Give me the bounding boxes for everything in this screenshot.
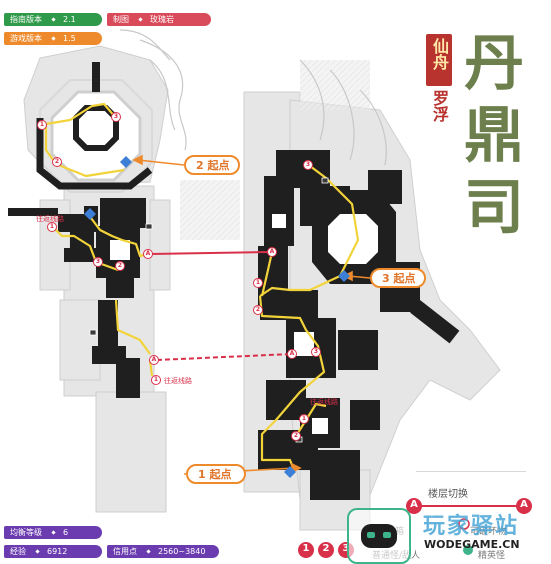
floor-a-marker: A <box>287 349 297 359</box>
route-number-marker: 3 <box>93 257 103 267</box>
credits-badge: 信用点 2560~3840 <box>107 545 219 558</box>
title-char-1: 丹 <box>464 29 524 99</box>
equilibrium-label: 均衡等级 <box>10 528 42 537</box>
game-version-value: 1.5 <box>63 34 76 43</box>
game-version-label: 游戏版本 <box>10 34 42 43</box>
equilibrium-badge: 均衡等级 6 <box>4 526 102 539</box>
route-tag: 往返线路 <box>310 398 338 406</box>
start-label-3: 3 起点 <box>370 268 426 288</box>
artist-badge: 制图 玫瑰岩 <box>107 13 211 26</box>
route-number-marker: 2 <box>52 157 62 167</box>
guide-version-value: 2.1 <box>63 15 76 24</box>
equilibrium-value: 6 <box>63 528 69 537</box>
artist-label: 制图 <box>113 15 129 24</box>
legend-item-4: 精英怪 <box>478 551 506 561</box>
teleporter-icon <box>84 208 96 220</box>
subtitle-bracket-text: 仙舟 <box>426 38 452 75</box>
exp-label: 经验 <box>10 547 26 556</box>
subtitle-bracket <box>426 34 452 86</box>
floor-a-marker: A <box>149 355 159 365</box>
subtitle-bracket-label: 仙舟 <box>430 38 449 70</box>
title-char-2: 鼎 <box>464 101 524 171</box>
separator-dot <box>51 36 56 41</box>
route-number-marker: 1 <box>151 375 161 385</box>
legend-title: 楼层切换 <box>428 489 468 500</box>
exp-value: 6912 <box>47 547 68 556</box>
guide-version-badge: 指南版本 2.1 <box>4 13 102 26</box>
start-label-1: 1 起点 <box>186 464 246 484</box>
legend-a-left: A <box>410 499 418 510</box>
artist-value: 玫瑰岩 <box>150 15 174 24</box>
route-number-marker: 2 <box>115 261 125 271</box>
credits-label: 信用点 <box>113 547 137 556</box>
floor-a-marker: A <box>267 247 277 257</box>
tree-decoration-right <box>299 59 387 166</box>
floor-link-a1 <box>149 251 273 255</box>
exp-badge: 经验 6912 <box>4 545 102 558</box>
route-tag: 往返线路 <box>164 377 192 385</box>
title-char-3: 司 <box>464 173 524 243</box>
floor-switch-icon <box>406 498 532 514</box>
floor-link-a2 <box>156 353 293 361</box>
route-number-marker: 1 <box>253 278 263 288</box>
left-rooms <box>110 240 130 260</box>
separator-dot <box>146 549 151 554</box>
robot-icon <box>361 524 397 548</box>
route-number-marker: 3 <box>111 112 121 122</box>
route-number-marker: 2 <box>253 305 263 315</box>
start-label-2: 2 起点 <box>184 155 240 175</box>
teleporter-icons <box>84 156 350 478</box>
credits-value: 2560~3840 <box>158 547 206 556</box>
separator-dot <box>51 17 56 22</box>
teleporter-icon <box>284 466 296 478</box>
legend-destructible-icon <box>458 518 470 530</box>
teleporter-icon <box>120 156 132 168</box>
watermark-logo <box>347 508 411 564</box>
route-number-marker: 3 <box>311 347 321 357</box>
legend-divider <box>416 471 526 472</box>
separator-dot <box>51 530 56 535</box>
route-number-marker: 3 <box>303 160 313 170</box>
subtitle-text: 罗浮 <box>426 90 452 127</box>
watermark-cn: 玩家驿站 <box>423 514 520 539</box>
teleporter-icon <box>338 270 350 282</box>
separator-dot <box>35 549 40 554</box>
map-title: 丹 鼎 司 <box>458 28 530 244</box>
route-paths <box>44 102 360 471</box>
legend-item-2: 可破坏物 <box>470 527 507 537</box>
region-subtitle: 仙舟 罗浮 <box>426 34 452 154</box>
tree-decoration-left <box>119 29 187 151</box>
legend-num-3: 3 <box>342 543 350 554</box>
legend-num-2: 2 <box>322 543 330 554</box>
separator-dot <box>138 17 143 22</box>
guide-version-label: 指南版本 <box>10 15 42 24</box>
game-version-badge: 游戏版本 1.5 <box>4 32 102 45</box>
watermark-en: WODEGAME.CN <box>424 538 520 551</box>
legend-a-right: A <box>520 499 528 510</box>
route-number-marker: 2 <box>291 431 301 441</box>
right-rooms <box>272 214 378 434</box>
floor-a-marker: A <box>143 249 153 259</box>
legend-elite-icon <box>463 545 473 555</box>
route-number-marker: 1 <box>299 414 309 424</box>
legend-num-1: 1 <box>302 543 310 554</box>
route-number-marker: 1 <box>37 120 47 130</box>
route-number-marker: 1 <box>47 222 57 232</box>
subtitle-label: 罗浮 <box>430 90 449 122</box>
route-tag: 往返线路 <box>36 215 64 223</box>
